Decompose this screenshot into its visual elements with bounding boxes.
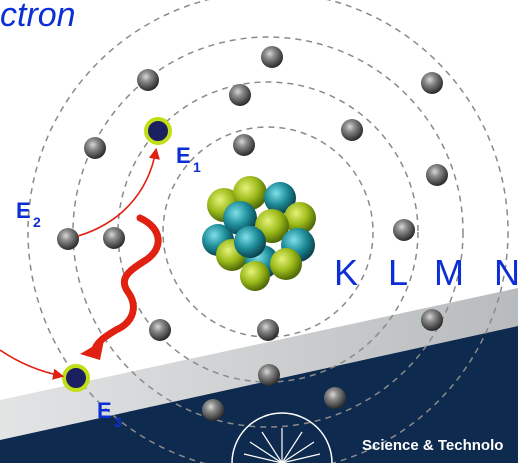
shell-label-m: M	[434, 252, 464, 293]
electrons	[57, 46, 448, 421]
label-e2: E 2	[16, 198, 41, 230]
incoming-arrow-e3	[0, 349, 65, 380]
electron	[258, 364, 280, 386]
svg-text:E: E	[97, 398, 112, 423]
label-e1: E 1	[176, 143, 201, 175]
shell-label-k: K	[334, 252, 358, 293]
label-e3: E 3	[97, 398, 122, 430]
electron	[202, 399, 224, 421]
photon-wave-arrow	[90, 214, 162, 356]
navy-band	[0, 326, 518, 463]
orbit-m	[72, 36, 464, 428]
nucleus	[202, 176, 316, 291]
svg-text:3: 3	[114, 414, 122, 430]
electron	[57, 228, 79, 250]
title-fragment: ctron	[0, 0, 76, 34]
silver-band	[0, 288, 518, 440]
footer-text: Science & Technolo	[362, 437, 503, 454]
svg-text:E: E	[16, 198, 31, 223]
electron	[137, 69, 159, 91]
transition-arrow-e2-e1	[77, 147, 160, 237]
electron	[103, 227, 125, 249]
electron	[393, 219, 415, 241]
electron	[84, 137, 106, 159]
shell-label-l: L	[388, 252, 408, 293]
electron	[341, 119, 363, 141]
electron	[324, 387, 346, 409]
electron-e1	[144, 117, 172, 145]
svg-text:1: 1	[193, 159, 201, 175]
electron	[257, 319, 279, 341]
orbit-k	[162, 126, 374, 338]
shell-label-n: N	[494, 252, 518, 293]
electron	[421, 72, 443, 94]
electron	[261, 46, 283, 68]
shell-labels: K L M N	[334, 252, 518, 293]
electron	[149, 319, 171, 341]
svg-text:E: E	[176, 143, 191, 168]
svg-text:2: 2	[33, 214, 41, 230]
electron-e3	[62, 364, 90, 392]
electron	[421, 309, 443, 331]
electron	[233, 134, 255, 156]
electron	[426, 164, 448, 186]
photon-arrowhead	[80, 340, 104, 360]
orbit-n	[27, 0, 509, 463]
sunburst-logo	[231, 412, 333, 463]
electron	[229, 84, 251, 106]
